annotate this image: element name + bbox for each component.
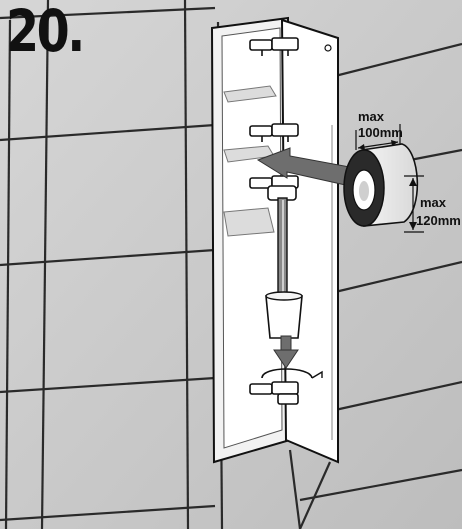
door-screw bbox=[324, 44, 332, 52]
door-clip bbox=[249, 37, 299, 56]
width-max-label: max bbox=[358, 109, 385, 124]
width-dimension-line bbox=[355, 124, 401, 150]
brush-holder-ring bbox=[261, 368, 323, 379]
door-clip bbox=[249, 123, 299, 142]
glass-shelf bbox=[223, 85, 277, 103]
toilet-paper-roll bbox=[343, 143, 419, 227]
height-dimension-line bbox=[404, 175, 424, 233]
glass-shelf bbox=[223, 207, 275, 237]
door-clip bbox=[249, 381, 299, 405]
toilet-brush bbox=[265, 197, 303, 339]
width-value-label: 100mm bbox=[358, 125, 403, 140]
roll-holder-mount bbox=[249, 175, 299, 201]
height-value-label: 120mm bbox=[416, 213, 461, 228]
arrow-down-icon bbox=[273, 335, 299, 369]
height-max-label: max bbox=[420, 195, 447, 210]
step-number: 20. bbox=[6, 0, 85, 65]
